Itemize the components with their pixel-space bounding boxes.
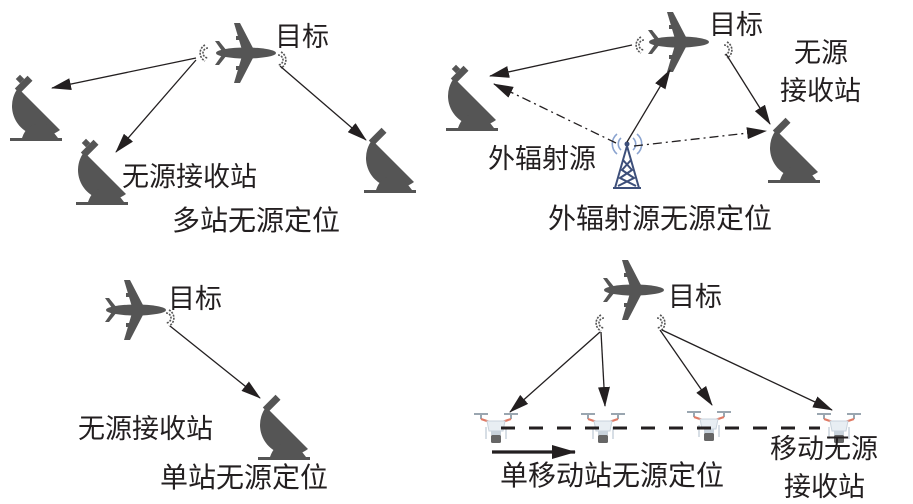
panel-external-source: 目标 无源 接收站 外辐射源 外辐射源无源定位 <box>446 10 861 235</box>
signal-arrow <box>115 59 197 153</box>
signal-wave-icon <box>656 314 666 332</box>
satellite-dish-icon <box>258 394 310 460</box>
signal-arrow <box>661 329 833 411</box>
signal-arrow <box>659 329 713 406</box>
direct-path-arrow <box>493 83 617 144</box>
signal-arrow <box>509 331 601 413</box>
receiver-label: 接收站 <box>780 76 861 107</box>
target-label: 目标 <box>168 284 222 315</box>
signal-wave-icon <box>199 44 209 62</box>
target-label: 目标 <box>275 22 329 53</box>
satellite-dish-icon <box>364 127 416 193</box>
drone-icon <box>685 409 733 443</box>
panel-caption: 单移动站无源定位 <box>500 459 724 492</box>
receiver-label: 无源接收站 <box>78 414 213 445</box>
airplane-icon <box>648 12 709 72</box>
signal-arrow <box>626 69 671 143</box>
satellite-dish-icon <box>10 74 62 141</box>
receiver-label: 接收站 <box>784 472 865 503</box>
panel-single-station: 目标 无源接收站 单站无源定位 <box>78 280 328 494</box>
signal-arrow <box>279 65 367 141</box>
satellite-dish-icon <box>768 117 820 183</box>
satellite-dish-icon <box>446 64 498 131</box>
panel-caption: 多站无源定位 <box>172 204 340 237</box>
signal-wave-icon <box>595 314 605 332</box>
airplane-icon <box>215 23 276 83</box>
satellite-dish-icon <box>76 138 128 205</box>
signal-wave-icon <box>635 36 645 54</box>
receiver-label: 无源接收站 <box>122 162 257 193</box>
panel-caption: 单站无源定位 <box>160 461 328 494</box>
signal-arrow <box>51 57 197 90</box>
source-label: 外辐射源 <box>488 144 596 175</box>
signal-arrow <box>169 325 261 399</box>
signal-wave-icon <box>277 51 287 69</box>
signal-arrow <box>725 53 771 125</box>
panel-caption: 外辐射源无源定位 <box>548 202 772 235</box>
target-label: 目标 <box>709 10 763 41</box>
signal-arrow <box>597 331 610 407</box>
signal-wave-icon <box>723 41 733 59</box>
direct-path-arrow <box>633 127 767 147</box>
panel-single-mobile: 目标 移动无源 接收站 单移动站无源定位 <box>472 260 878 503</box>
signal-arrow <box>489 44 633 78</box>
airplane-icon <box>603 260 664 320</box>
receiver-label: 无源 <box>794 38 848 69</box>
airplane-icon <box>105 280 166 340</box>
receiver-label: 移动无源 <box>770 434 878 465</box>
target-label: 目标 <box>668 282 722 313</box>
radio-tower-icon <box>611 133 643 189</box>
panel-multi-station: 目标 无源接收站 多站无源定位 <box>10 22 416 237</box>
